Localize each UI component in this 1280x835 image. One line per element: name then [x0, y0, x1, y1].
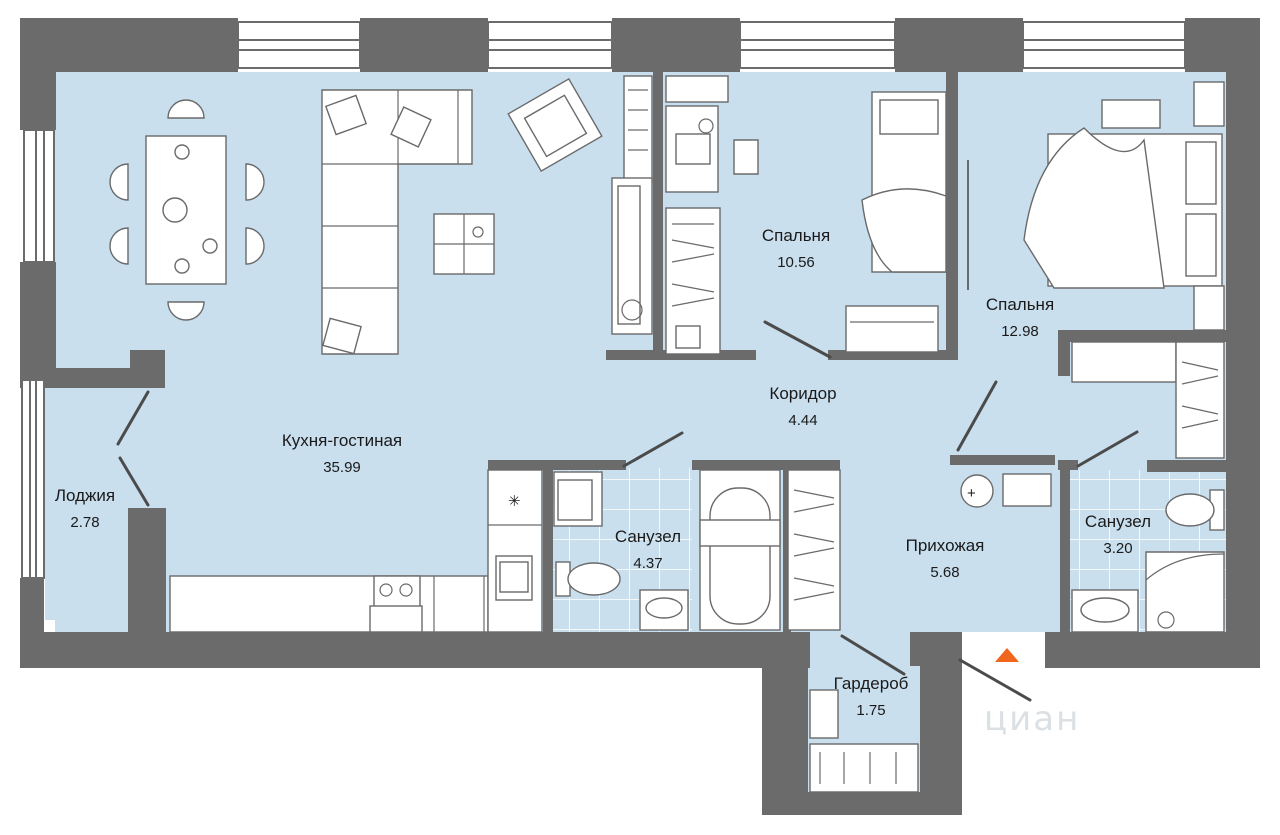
bookshelf-icon [611, 75, 653, 335]
bathtub-icon [699, 469, 781, 631]
interior-walls [488, 72, 1230, 632]
entrance-arrow-icon [995, 648, 1019, 662]
kitchen-counter: ✳ [169, 469, 543, 633]
room-wardrobe-area: 1.75 [856, 702, 885, 719]
room-corridor-area: 4.44 [788, 412, 817, 429]
desk-icon [665, 75, 759, 193]
wardrobe-icon [665, 207, 721, 355]
sink-icon [639, 589, 689, 631]
watermark-text: циан [984, 699, 1080, 739]
svg-text:+: + [967, 485, 976, 502]
room-loggia-name: Лоджия [55, 486, 115, 505]
room-bathroom-1-area: 4.37 [633, 555, 662, 572]
electrical-panel-icon: + [960, 474, 994, 508]
toilet-icon [555, 561, 621, 597]
windows [21, 21, 1186, 579]
room-hallway-area: 5.68 [930, 564, 959, 581]
washing-machine-icon [553, 471, 603, 527]
room-kitchen-living-area: 35.99 [323, 459, 361, 476]
sink-icon [1071, 589, 1139, 633]
toilet-icon [1165, 489, 1225, 531]
mirror-icon [1002, 473, 1052, 507]
stove-icon [369, 575, 423, 633]
room-bedroom-1-name: Спальня [762, 226, 830, 245]
room-corridor-name: Коридор [769, 384, 836, 403]
outer-walls [20, 18, 1260, 815]
room-wardrobe-name: Гардероб [834, 674, 909, 693]
room-bathroom-2-name: Санузел [1085, 512, 1151, 531]
bed-icon [1023, 81, 1225, 331]
room-bathroom-1-name: Санузел [615, 527, 681, 546]
floor-loggia [45, 384, 130, 620]
wardrobe-icon [1071, 341, 1225, 459]
room-bedroom-2-name: Спальня [986, 295, 1054, 314]
wardrobe-icon [809, 689, 919, 793]
room-bathroom-2-area: 3.20 [1103, 540, 1132, 557]
room-bedroom-1-area: 10.56 [777, 254, 815, 271]
wardrobe-icon [787, 469, 841, 631]
door-swings [116, 160, 1139, 702]
shower-icon [1145, 551, 1225, 633]
coffee-table-icon [433, 213, 495, 275]
fridge-icon: ✳ [508, 493, 521, 510]
bed-icon [845, 91, 947, 353]
room-loggia-area: 2.78 [70, 514, 99, 531]
dining-table-icon [109, 99, 265, 321]
room-kitchen-living-name: Кухня-гостиная [282, 431, 402, 450]
sofa-icon [321, 89, 473, 355]
sink-icon [495, 555, 533, 601]
room-hallway-name: Прихожая [906, 536, 985, 555]
armchair-icon [507, 77, 603, 173]
room-bedroom-2-area: 12.98 [1001, 323, 1039, 340]
